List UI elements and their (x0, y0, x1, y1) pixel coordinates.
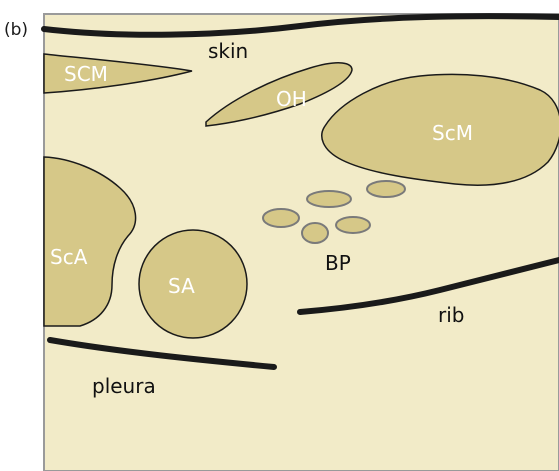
label-scalenus-anterior: ScA (50, 245, 88, 269)
brachial-plexus-nodule (367, 181, 405, 197)
label-skin: skin (208, 39, 248, 63)
label-scalenus-medius: ScM (432, 121, 473, 145)
brachial-plexus-nodule (336, 217, 370, 233)
label-scm: SCM (64, 62, 108, 86)
label-brachial-plexus: BP (325, 251, 351, 275)
brachial-plexus-nodule (302, 223, 328, 243)
label-subclavian-artery: SA (168, 274, 195, 298)
label-rib: rib (438, 303, 464, 327)
label-pleura: pleura (92, 374, 156, 398)
brachial-plexus-nodule (263, 209, 299, 227)
brachial-plexus-nodule (307, 191, 351, 207)
label-oh: OH (276, 87, 307, 111)
